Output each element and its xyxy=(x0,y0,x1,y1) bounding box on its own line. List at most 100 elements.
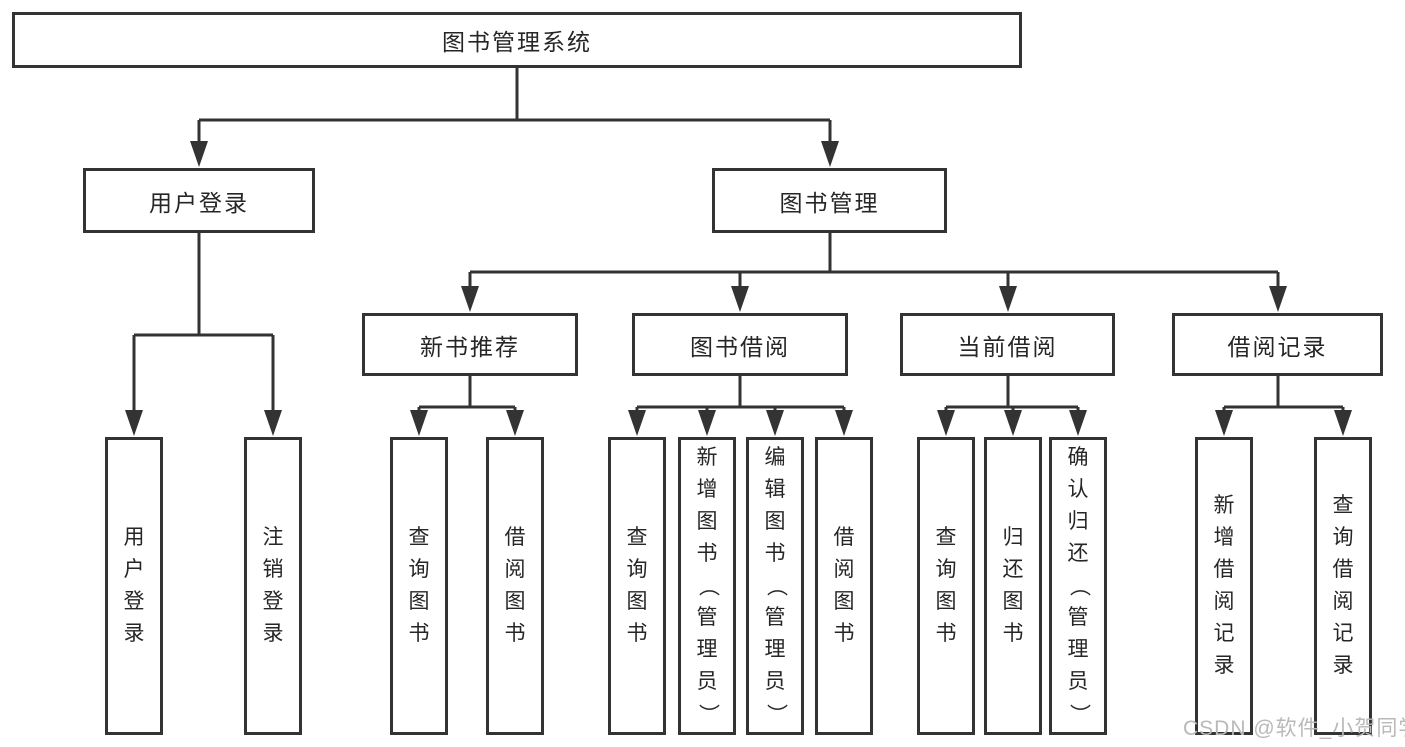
node-book-borrowing: 图书借阅 xyxy=(632,313,848,376)
vertical-char: 增 xyxy=(696,478,718,501)
vertical-char: （ xyxy=(1067,575,1090,597)
leaf-add-books-admin: 新增图书 （ 管理员 ） xyxy=(678,437,736,735)
vertical-char: 图 xyxy=(626,590,648,613)
node-library-management-system: 图书管理系统 xyxy=(12,12,1022,68)
vertical-char: 还 xyxy=(1002,558,1024,581)
vertical-char: 认 xyxy=(1067,478,1089,501)
vertical-char: ） xyxy=(764,703,787,725)
node-label: 图书借阅 xyxy=(690,333,790,360)
vertical-char: 书 xyxy=(833,622,855,645)
vertical-char: 管 xyxy=(696,606,718,629)
vertical-char: 归 xyxy=(1002,526,1024,549)
vertical-char: 录 xyxy=(123,622,145,645)
vertical-char: 询 xyxy=(626,558,648,581)
vertical-char: 图 xyxy=(764,510,786,533)
leaf-confirm-return-admin: 确认归还 （ 管理员 ） xyxy=(1049,437,1107,735)
vertical-char: 理 xyxy=(1067,638,1089,661)
vertical-char: 借 xyxy=(833,526,855,549)
vertical-char: 归 xyxy=(1067,510,1089,533)
vertical-char: 还 xyxy=(1067,542,1089,565)
arrowheads xyxy=(125,141,1352,436)
vertical-char: 记 xyxy=(1332,622,1354,645)
leaf-borrow-books-recommend: 借阅图书 xyxy=(486,437,544,735)
vertical-char: 新 xyxy=(696,446,718,469)
leaf-add-borrow-record: 新增借阅记录 xyxy=(1195,437,1253,735)
vertical-char: （ xyxy=(764,575,787,597)
vertical-char: 确 xyxy=(1067,446,1089,469)
vertical-char: 图 xyxy=(1002,590,1024,613)
node-label: 新书推荐 xyxy=(420,333,520,360)
vertical-char: 用 xyxy=(123,526,145,549)
leaf-edit-books-admin: 编辑图书 （ 管理员 ） xyxy=(746,437,804,735)
vertical-char: 新 xyxy=(1213,494,1235,517)
node-label: 借阅记录 xyxy=(1227,333,1328,360)
csdn-watermark: CSDN @软件_小贺同学 xyxy=(1183,717,1405,740)
vertical-char: 员 xyxy=(696,670,718,693)
vertical-char: 书 xyxy=(626,622,648,645)
vertical-char: 查 xyxy=(935,526,957,549)
vertical-char: 图 xyxy=(504,590,526,613)
vertical-char: 书 xyxy=(935,622,957,645)
vertical-char: 借 xyxy=(1213,558,1235,581)
leaf-query-borrow-record: 查询借阅记录 xyxy=(1314,437,1372,735)
vertical-char: 查 xyxy=(626,526,648,549)
vertical-char: 阅 xyxy=(1332,590,1354,613)
vertical-char: 户 xyxy=(123,558,145,581)
vertical-char: 图 xyxy=(696,510,718,533)
vertical-char: 书 xyxy=(408,622,430,645)
leaf-borrow-books: 借阅图书 xyxy=(815,437,873,735)
leaf-query-books-recommend: 查询图书 xyxy=(390,437,448,735)
leaf-return-books: 归还图书 xyxy=(984,437,1042,735)
leaf-query-books-borrowing: 查询图书 xyxy=(608,437,666,735)
node-user-login: 用户登录 xyxy=(83,168,315,233)
vertical-char: 增 xyxy=(1213,526,1235,549)
vertical-char: 编 xyxy=(764,446,786,469)
vertical-char: 图 xyxy=(833,590,855,613)
vertical-char: ） xyxy=(696,703,719,725)
vertical-char: 查 xyxy=(408,526,430,549)
vertical-char: 注 xyxy=(262,526,284,549)
node-new-book-recommend: 新书推荐 xyxy=(362,313,578,376)
vertical-char: 录 xyxy=(262,622,284,645)
node-label: 图书管理系统 xyxy=(442,29,592,55)
vertical-char: 书 xyxy=(764,542,786,565)
node-current-borrowing: 当前借阅 xyxy=(900,313,1115,376)
vertical-char: 阅 xyxy=(833,558,855,581)
vertical-char: 借 xyxy=(1332,558,1354,581)
leaf-user-login: 用户登录 xyxy=(105,437,163,735)
vertical-char: 辑 xyxy=(764,478,786,501)
vertical-char: 阅 xyxy=(504,558,526,581)
vertical-char: （ xyxy=(696,575,719,597)
vertical-char: 录 xyxy=(1213,654,1235,677)
vertical-char: 管 xyxy=(764,606,786,629)
vertical-char: 书 xyxy=(1002,622,1024,645)
vertical-char: 书 xyxy=(504,622,526,645)
vertical-char: 员 xyxy=(764,670,786,693)
vertical-char: 登 xyxy=(262,590,284,613)
vertical-char: 书 xyxy=(696,542,718,565)
node-label: 当前借阅 xyxy=(957,333,1058,360)
vertical-char: 理 xyxy=(696,638,718,661)
vertical-char: 询 xyxy=(408,558,430,581)
vertical-char: 管 xyxy=(1067,606,1089,629)
node-label: 用户登录 xyxy=(149,189,249,216)
vertical-char: 记 xyxy=(1213,622,1235,645)
leaf-query-books-current: 查询图书 xyxy=(917,437,975,735)
vertical-char: 借 xyxy=(504,526,526,549)
vertical-char: ） xyxy=(1067,703,1090,725)
vertical-char: 登 xyxy=(123,590,145,613)
vertical-char: 图 xyxy=(935,590,957,613)
node-label: 图书管理 xyxy=(779,189,880,216)
vertical-char: 阅 xyxy=(1213,590,1235,613)
node-book-management: 图书管理 xyxy=(712,168,947,233)
vertical-char: 录 xyxy=(1332,654,1354,677)
vertical-char: 查 xyxy=(1332,494,1354,517)
vertical-char: 理 xyxy=(764,638,786,661)
leaf-logout: 注销登录 xyxy=(244,437,302,735)
vertical-char: 询 xyxy=(935,558,957,581)
vertical-char: 员 xyxy=(1067,670,1089,693)
vertical-char: 图 xyxy=(408,590,430,613)
vertical-char: 询 xyxy=(1332,526,1354,549)
vertical-char: 销 xyxy=(262,558,284,581)
